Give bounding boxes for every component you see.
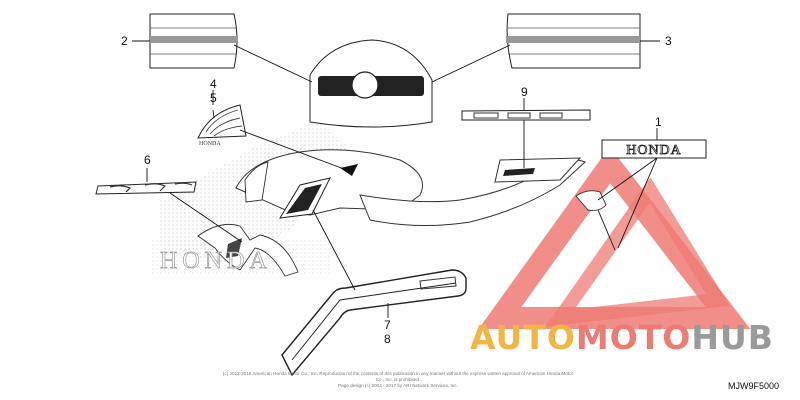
copyright-line-2: Page design (c) 2004 - 2017 by ARI Netwo… (338, 383, 458, 388)
callout-9: 9 (521, 85, 528, 99)
emblem-text: HONDA (199, 141, 221, 147)
honda-wordmark-text: HONDA (626, 143, 682, 158)
stripe-decal-right (506, 13, 641, 69)
callout-6: 6 (144, 153, 151, 167)
stripe-decal-left (149, 13, 238, 69)
watermark-auto: AUTO (470, 318, 576, 357)
watermark-text: AUTOMOTOHUB (470, 318, 774, 357)
motorcycle-body-outline: HONDA (160, 149, 616, 277)
watermark-logo (478, 146, 751, 329)
honda-wordmark-decal: HONDA (601, 139, 707, 159)
model-decal-right (461, 109, 591, 121)
wing-emblem: HONDA (197, 104, 247, 147)
callout-4: 4 (210, 77, 217, 91)
copyright-notice: (c) 2012-2016 American Honda Motor Co., … (218, 371, 578, 389)
callout-3: 3 (665, 34, 672, 48)
callout-7: 7 (384, 318, 391, 332)
watermark-hub: HUB (691, 318, 774, 357)
callout-8: 8 (384, 332, 391, 346)
model-decal-left (95, 181, 197, 195)
tank-top-panel (309, 39, 433, 128)
honda-large-outline-text: HONDA (160, 248, 272, 274)
long-stripe-decal (281, 269, 467, 377)
leader-lines (132, 40, 660, 318)
watermark-moto: MOTO (575, 318, 692, 357)
diagram-code: MJW9F5000 (728, 381, 780, 391)
callout-1: 1 (655, 115, 662, 129)
copyright-line-1: (c) 2012-2016 American Honda Motor Co., … (222, 371, 574, 382)
callout-2: 2 (121, 34, 128, 48)
callout-5: 5 (210, 91, 217, 105)
